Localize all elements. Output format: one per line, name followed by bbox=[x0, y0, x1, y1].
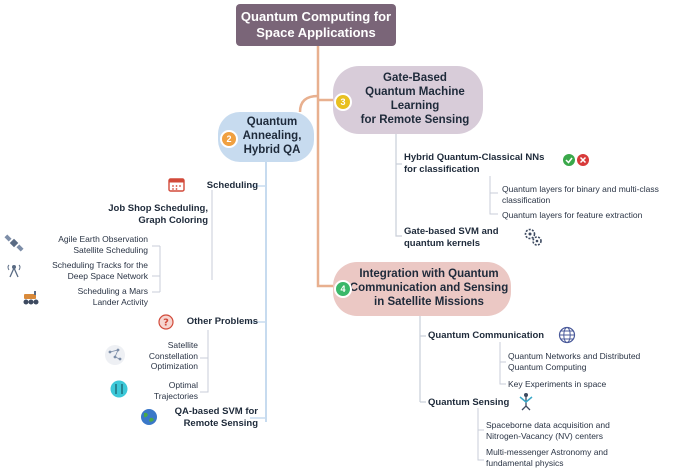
scheduling-label: Scheduling bbox=[206, 180, 258, 191]
multi-messenger-astronomy-item: Multi-messenger Astronomy and fundamenta… bbox=[486, 447, 608, 468]
spaceborne-nv-centers-item: Spaceborne data acquisition and Nitrogen… bbox=[486, 420, 610, 441]
branch-gate-based-qml: Gate-Based Quantum Machine Learning for … bbox=[333, 66, 483, 134]
constellation-icon bbox=[105, 345, 125, 365]
question-icon: ? bbox=[158, 314, 174, 330]
mars-rover-icon bbox=[23, 291, 39, 305]
svg-text:?: ? bbox=[163, 318, 169, 329]
trajectory-icon bbox=[110, 380, 128, 398]
check-cross-icon bbox=[563, 154, 589, 166]
gears-icon bbox=[524, 228, 542, 246]
satellite-constellation-item: Satellite Constellation Optimization bbox=[148, 340, 198, 372]
quantum-networks-item: Quantum Networks and Distributed Quantum… bbox=[508, 351, 641, 372]
antenna-icon bbox=[7, 264, 21, 278]
quantum-sensing-label: Quantum Sensing bbox=[428, 397, 510, 408]
branch-3-badge: 3 bbox=[334, 93, 352, 111]
gate-based-svm-label: Gate-based SVM and quantum kernels bbox=[404, 226, 499, 249]
qa-svm-label: QA-based SVM for Remote Sensing bbox=[174, 406, 258, 429]
quantum-layers-classification-item: Quantum layers for binary and multi-clas… bbox=[502, 184, 659, 205]
root-node: Quantum Computing for Space Applications bbox=[236, 4, 396, 46]
branch-2-badge: 2 bbox=[220, 130, 238, 148]
key-experiments-item: Key Experiments in space bbox=[508, 379, 607, 389]
satellite-icon bbox=[4, 234, 24, 252]
hybrid-nn-label: Hybrid Quantum-Classical NNs for classif… bbox=[404, 152, 545, 175]
branch-4-badge: 4 bbox=[334, 280, 352, 298]
branch-quantum-annealing: Quantum Annealing, Hybrid QA bbox=[218, 112, 314, 162]
deep-space-network-item: Scheduling Tracks for the Deep Space Net… bbox=[52, 260, 148, 281]
branch-integration-communication-sensing: Integration with Quantum Communication a… bbox=[333, 262, 511, 316]
job-shop-scheduling-label: Job Shop Scheduling, Graph Coloring bbox=[108, 203, 208, 226]
quantum-communication-label: Quantum Communication bbox=[428, 330, 545, 341]
quantum-layers-feature-extraction-item: Quantum layers for feature extraction bbox=[502, 210, 643, 220]
other-problems-label: Other Problems bbox=[186, 316, 258, 327]
optimal-trajectories-item: Optimal Trajectories bbox=[153, 380, 198, 401]
mars-lander-item: Scheduling a Mars Lander Activity bbox=[77, 286, 148, 307]
agile-earth-observation-item: Agile Earth Observation Satellite Schedu… bbox=[58, 234, 148, 255]
calendar-icon bbox=[168, 178, 185, 192]
network-globe-icon bbox=[558, 326, 576, 344]
sensor-icon bbox=[519, 393, 533, 411]
globe-icon bbox=[141, 409, 157, 425]
